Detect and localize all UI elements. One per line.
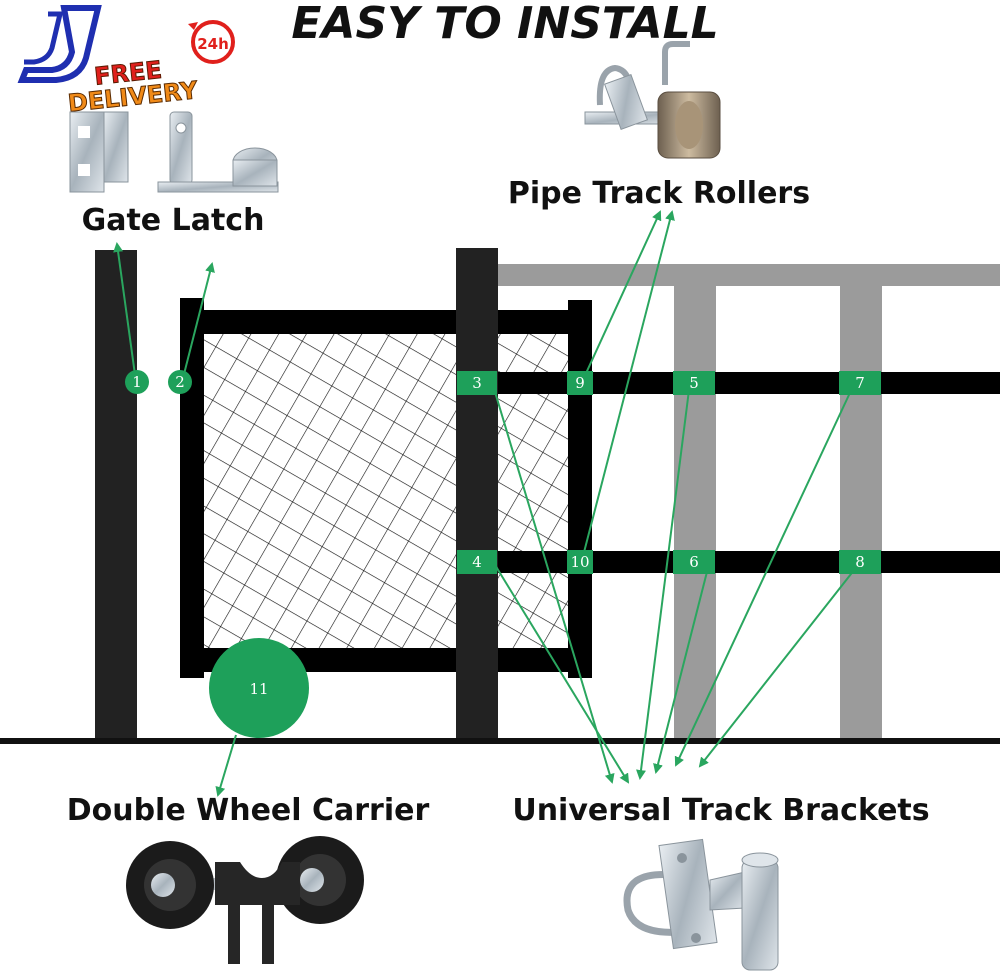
arrow-5 <box>636 381 691 780</box>
gray-post-2 <box>840 264 882 742</box>
gate-frame-left <box>180 298 204 678</box>
marker-10: 10 <box>567 550 593 574</box>
delivery-text: DELIVERY <box>67 76 200 118</box>
callout-arrows <box>113 210 863 797</box>
marker-1: 1 <box>125 370 149 394</box>
double-wheel-carrier-icon <box>126 836 364 964</box>
arrow-11 <box>215 734 237 797</box>
brand-logo <box>17 4 102 83</box>
svg-text:4: 4 <box>472 553 482 571</box>
arrow-4 <box>491 559 630 784</box>
arrow-10 <box>581 210 675 561</box>
svg-text:1: 1 <box>132 373 142 391</box>
marker-8: 8 <box>839 550 881 574</box>
page-title: EASY TO INSTALL <box>291 0 718 49</box>
svg-text:11: 11 <box>249 680 268 698</box>
svg-text:6: 6 <box>689 553 699 571</box>
gate-frame-right <box>568 300 592 678</box>
logo-j-icon <box>17 4 102 83</box>
arrow-7 <box>674 381 856 767</box>
universal-track-brackets-label: Universal Track Brackets <box>512 793 929 828</box>
universal-track-bracket-icon <box>623 838 779 971</box>
double-wheel-carrier-label: Double Wheel Carrier <box>67 793 430 828</box>
gate-latch-icon <box>69 111 279 193</box>
marker-3: 3 <box>457 371 497 395</box>
gray-post-1 <box>674 264 716 742</box>
svg-text:9: 9 <box>575 374 585 392</box>
arrow-3 <box>491 381 615 784</box>
marker-7: 7 <box>839 371 881 395</box>
gray-top-rail <box>498 264 1000 286</box>
arrow-8 <box>698 559 863 768</box>
gate-latch-label: Gate Latch <box>82 203 265 238</box>
svg-text:5: 5 <box>689 374 699 392</box>
badge-24h: 24h <box>188 20 235 64</box>
svg-text:2: 2 <box>175 373 185 391</box>
arrow-2 <box>181 262 215 383</box>
arrow-1 <box>113 242 137 383</box>
gate-post <box>456 248 498 742</box>
upper-track-rail <box>460 372 1000 394</box>
lower-track-rail <box>460 551 1000 573</box>
marker-2: 2 <box>168 370 192 394</box>
badge-24h-text: 24h <box>197 35 229 53</box>
svg-text:7: 7 <box>855 374 865 392</box>
marker-4: 4 <box>457 550 497 574</box>
svg-text:8: 8 <box>855 553 865 571</box>
latch-post <box>95 250 137 742</box>
marker-6: 6 <box>673 550 715 574</box>
marker-9: 9 <box>567 371 593 395</box>
logo-j-inner-icon <box>24 11 64 65</box>
arrow-9 <box>581 210 662 383</box>
svg-text:10: 10 <box>570 553 589 571</box>
marker-5: 5 <box>673 371 715 395</box>
pipe-track-roller-icon <box>584 41 721 159</box>
fence-structure <box>0 248 1000 744</box>
pipe-track-rollers-label: Pipe Track Rollers <box>508 176 810 211</box>
gate-frame-top <box>180 310 590 334</box>
svg-text:3: 3 <box>472 374 482 392</box>
arrow-6 <box>653 559 711 774</box>
marker-11: 11 <box>209 638 309 738</box>
ground-line <box>0 738 1000 744</box>
